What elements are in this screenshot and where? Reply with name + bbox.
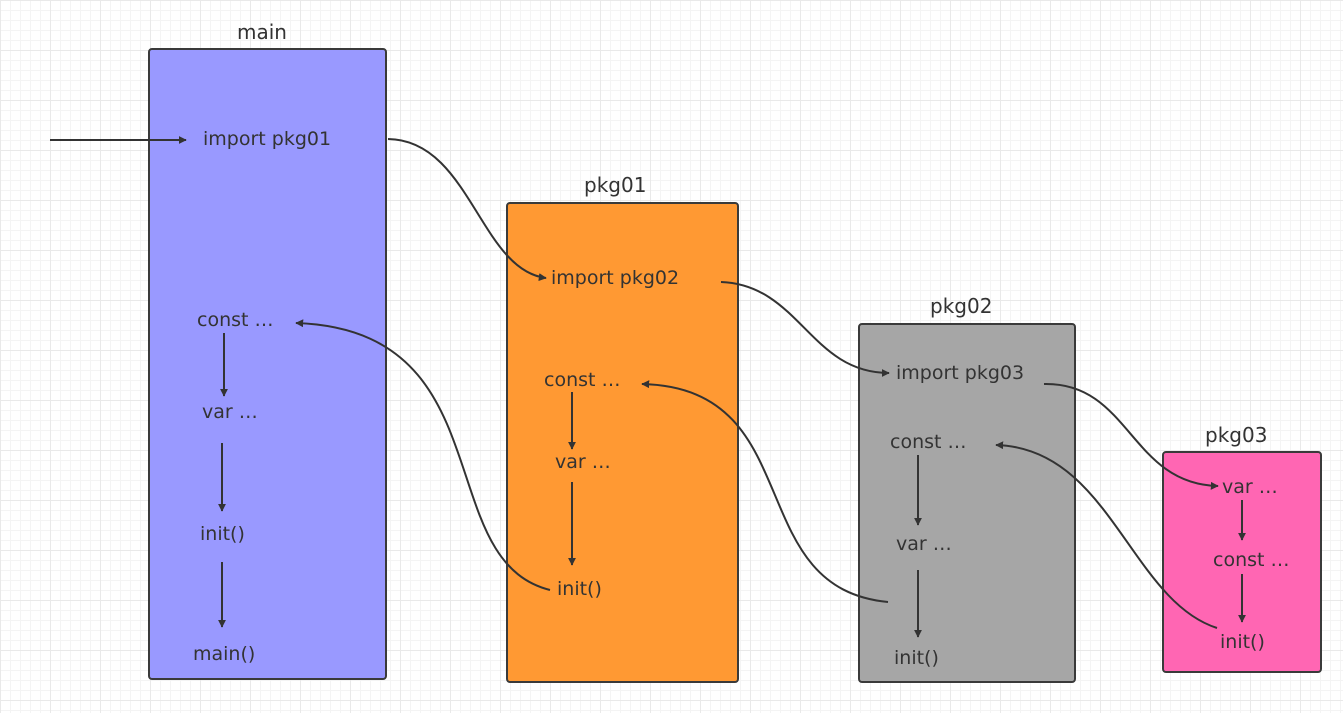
main-title: main xyxy=(237,20,287,44)
pkg03-init-label: init() xyxy=(1220,631,1265,653)
main-import-label: import pkg01 xyxy=(203,128,332,150)
pkg02-const-label: const … xyxy=(890,431,967,453)
pkg02-var-label: var … xyxy=(896,533,952,555)
main-const-label: const … xyxy=(197,309,274,331)
pkg03-title: pkg03 xyxy=(1205,423,1268,447)
pkg03-var-label: var … xyxy=(1222,476,1278,498)
pkg02-init-label: init() xyxy=(894,647,939,669)
main-function-label: main() xyxy=(193,643,256,665)
pkg02-import-label: import pkg03 xyxy=(896,362,1025,384)
pkg01-import-label: import pkg02 xyxy=(551,267,680,289)
pkg03-const-label: const … xyxy=(1213,549,1290,571)
main-init-label: init() xyxy=(200,523,245,545)
pkg02-title: pkg02 xyxy=(930,294,993,318)
pkg01-title: pkg01 xyxy=(584,173,647,197)
pkg01-init-label: init() xyxy=(557,578,602,600)
main-var-label: var … xyxy=(202,401,258,423)
pkg01-const-label: const … xyxy=(544,369,621,391)
pkg01-var-label: var … xyxy=(555,451,611,473)
